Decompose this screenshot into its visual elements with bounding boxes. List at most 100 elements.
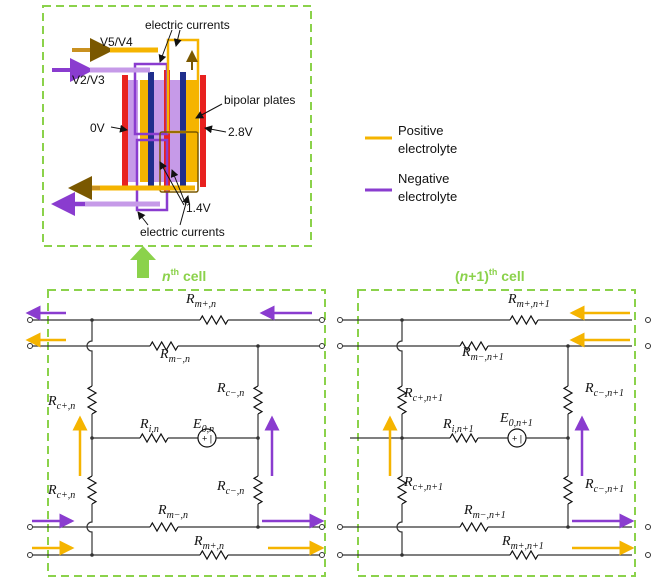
terminal-node	[27, 317, 33, 323]
pointer-0v	[110, 124, 128, 133]
label-bipolar-plates: bipolar plates	[224, 93, 295, 107]
terminal-node	[337, 317, 343, 323]
end-plate-left	[122, 75, 128, 187]
terminal-node	[645, 317, 651, 323]
positive-electrode-left	[140, 80, 148, 182]
resistor-rc_plus_n_bot	[86, 475, 98, 505]
legend-negative-line2: electrolyte	[398, 189, 457, 204]
label-v5-v4: V5/V4	[100, 35, 133, 49]
junction-dot	[90, 318, 94, 322]
cell-stack-inset: electric currents V5/V4 V2/V3 bipolar pl…	[42, 5, 312, 247]
junction-dot	[400, 318, 404, 322]
label-electric-currents-top: electric currents	[145, 18, 230, 32]
resistor-rc_plus_n_top	[86, 385, 98, 415]
pointer-28v	[204, 125, 227, 134]
resistor-rc_plus_n1_bot	[396, 475, 408, 505]
terminal-node	[319, 317, 325, 323]
inset-frame	[42, 5, 312, 247]
terminal-node	[319, 552, 325, 558]
resistor-rc_plus_n1_top	[396, 385, 408, 415]
resistor-rm_plus_n_bot	[199, 549, 229, 561]
resistor-rc_minus_n_bot	[252, 475, 264, 505]
label-ri_n: Ri,n	[139, 417, 159, 435]
negative-electrode-left	[128, 80, 138, 182]
terminal-node	[337, 524, 343, 530]
label-rc_minus_n1_top: Rc−,n+1	[584, 381, 624, 399]
label-rc_plus_n1_top: Rc+,n+1	[403, 386, 443, 404]
junction-dot	[90, 436, 94, 440]
junction-dot	[566, 525, 570, 529]
legend-negative-line1: Negative	[398, 171, 449, 186]
membrane-left	[148, 72, 154, 190]
label-rc_minus_n1_bot: Rc−,n+1	[584, 477, 624, 495]
label-electric-currents-bottom: electric currents	[140, 225, 225, 239]
resistor-rc_minus_n1_bot	[562, 475, 574, 505]
terminal-node	[319, 343, 325, 349]
label-rc_minus_n_top: Rc−,n	[216, 381, 244, 399]
pointer-14v-a	[159, 161, 185, 206]
n-plus-1-cell-title: (n+1)th cell	[455, 267, 525, 284]
negative-electrode-mid	[154, 80, 164, 182]
legend-positive-line1: Positive	[398, 123, 444, 138]
label-0v: 0V	[90, 121, 105, 135]
label-rm_minus_n_top: Rm−,n	[159, 347, 190, 365]
source-e0_n-symbol: + |	[202, 434, 212, 444]
resistor-rc_minus_n1_top	[562, 385, 574, 415]
label-rm_minus_n1_bot: Rm−,n+1	[463, 503, 506, 521]
pointer-bipolar-plates	[195, 103, 223, 119]
terminal-node	[27, 343, 33, 349]
resistor-rc_minus_n_top	[252, 385, 264, 415]
pointer-currents-bottom-a	[137, 211, 149, 226]
nth-cell-title: nth cell	[162, 267, 206, 284]
end-plate-right	[200, 75, 206, 187]
label-rc_plus_n_top: Rc+,n	[47, 394, 75, 412]
junction-dot	[256, 436, 260, 440]
junction-dot	[256, 344, 260, 348]
nth-cell-frame	[47, 289, 326, 577]
terminal-node	[337, 343, 343, 349]
resistor-ri_n1	[449, 432, 479, 444]
pointer-currents-bottom-b	[179, 195, 190, 226]
label-rc_minus_n_bot: Rc−,n	[216, 479, 244, 497]
junction-dot	[90, 553, 94, 557]
terminal-node	[645, 524, 651, 530]
pointer-currents-top-b	[173, 29, 182, 47]
terminal-node	[27, 552, 33, 558]
legend: Positive electrolyte Negative electrolyt…	[365, 123, 457, 204]
terminal-node	[337, 552, 343, 558]
label-rm_minus_n_bot: Rm−,n	[157, 503, 188, 521]
resistor-rm_plus_n1_bot	[509, 549, 539, 561]
label-ri_n1: Ri,n+1	[442, 417, 474, 435]
label-e0_n: E0,n	[192, 417, 214, 435]
resistor-rm_minus_n1_top	[459, 340, 489, 352]
resistor-rm_minus_n1_bot	[459, 521, 489, 533]
label-1-4v: 1.4V	[186, 201, 211, 215]
label-rm_plus_n_bot: Rm+,n	[193, 534, 224, 552]
label-2-8v: 2.8V	[228, 125, 253, 139]
label-rm_plus_n1_bot: Rm+,n+1	[501, 534, 544, 552]
crossover-left-bottom-n1	[396, 517, 403, 537]
junction-dot	[400, 553, 404, 557]
label-e0_n1: E0,n+1	[499, 411, 533, 429]
legend-positive-line2: electrolyte	[398, 141, 457, 156]
label-v2-v3: V2/V3	[72, 73, 105, 87]
label-rm_plus_n1: Rm+,n+1	[507, 292, 550, 310]
junction-dot	[566, 436, 570, 440]
source-e0_n1-symbol: + |	[512, 434, 522, 444]
terminal-node	[319, 524, 325, 530]
terminal-node	[645, 552, 651, 558]
pointer-currents-top-a	[158, 29, 173, 63]
n-plus-1-cell-frame	[357, 289, 636, 577]
label-rm_minus_n1_top: Rm−,n+1	[461, 345, 504, 363]
label-rc_plus_n_bot: Rc+,n	[47, 483, 75, 501]
crossover-left-top-n1	[396, 336, 403, 356]
crossover-left-top-n	[86, 336, 93, 356]
resistor-rm_plus_n	[199, 314, 229, 326]
label-rc_plus_n1_bot: Rc+,n+1	[403, 475, 443, 493]
resistor-rm_plus_n1	[509, 314, 539, 326]
terminal-node	[645, 343, 651, 349]
label-rm_plus_n: Rm+,n	[185, 292, 216, 310]
terminal-node	[27, 524, 33, 530]
